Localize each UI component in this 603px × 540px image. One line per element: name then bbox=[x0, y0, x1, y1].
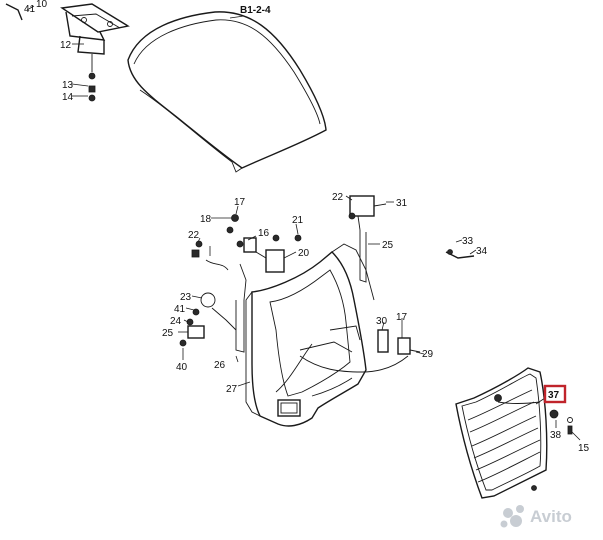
highlighted-part-label: 37 bbox=[548, 390, 560, 401]
label-40: 40 bbox=[176, 362, 188, 373]
label-34: 34 bbox=[476, 246, 488, 257]
label-41a: 41 bbox=[24, 4, 36, 15]
reference-label: B1-2-4 bbox=[240, 5, 271, 16]
label-13: 13 bbox=[62, 80, 74, 91]
label-16: 16 bbox=[258, 228, 270, 239]
label-22a: 22 bbox=[188, 230, 200, 241]
front-grille bbox=[455, 367, 573, 499]
watermark-text: Avito bbox=[530, 507, 572, 526]
label-10: 10 bbox=[36, 0, 48, 10]
label-33: 33 bbox=[462, 236, 474, 247]
highlighted-part-box: 37 bbox=[543, 384, 567, 404]
label-38: 38 bbox=[550, 430, 562, 441]
watermark: Avito bbox=[500, 505, 572, 528]
label-26: 26 bbox=[214, 360, 226, 371]
label-41b: 41 bbox=[174, 304, 186, 315]
label-22b: 22 bbox=[332, 192, 344, 203]
label-29: 29 bbox=[422, 349, 434, 360]
label-12: 12 bbox=[60, 40, 72, 51]
label-25b: 25 bbox=[162, 328, 174, 339]
roof-panel bbox=[127, 11, 327, 173]
label-20: 20 bbox=[298, 248, 310, 259]
label-15: 15 bbox=[578, 443, 590, 454]
label-18: 18 bbox=[200, 214, 212, 225]
cab-frame bbox=[235, 230, 375, 427]
label-17b: 17 bbox=[396, 312, 408, 323]
callout-labels: 41 10 12 13 14 17 18 22 21 16 20 22 31 2… bbox=[24, 0, 590, 454]
label-17a: 17 bbox=[234, 197, 246, 208]
label-24: 24 bbox=[170, 316, 182, 327]
label-25a: 25 bbox=[382, 240, 394, 251]
label-23: 23 bbox=[180, 292, 192, 303]
label-27: 27 bbox=[226, 384, 238, 395]
top-bracket bbox=[5, 3, 130, 102]
leader-lines bbox=[26, 5, 581, 441]
label-21: 21 bbox=[292, 215, 304, 226]
label-30: 30 bbox=[376, 316, 388, 327]
label-14: 14 bbox=[62, 92, 74, 103]
label-31: 31 bbox=[396, 198, 408, 209]
reference-callout: B1-2-4 bbox=[229, 5, 271, 19]
